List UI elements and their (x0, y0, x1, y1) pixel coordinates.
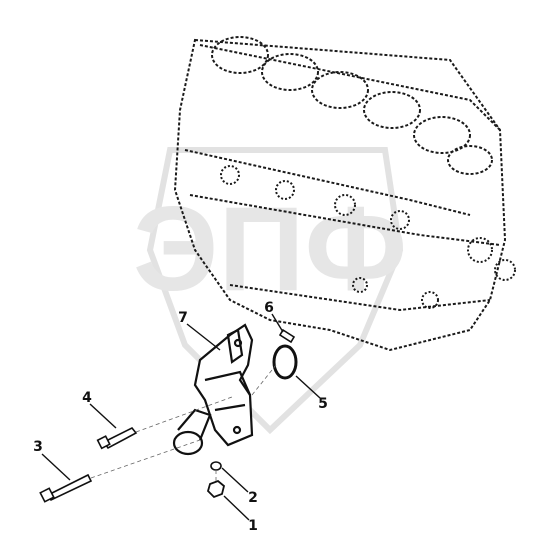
callout-1: 1 (248, 518, 258, 534)
leader-lines (41, 313, 321, 521)
o-ring (272, 344, 298, 380)
callout-7: 7 (178, 310, 188, 326)
callouts: 1 2 3 4 5 6 7 (33, 300, 328, 534)
housing-bore (172, 430, 204, 456)
bolt-long (39, 473, 93, 503)
watermark: ЭПФ (133, 147, 407, 435)
mount-hole-lower (232, 425, 242, 435)
leader-4 (89, 403, 117, 429)
watermark-shield (146, 147, 404, 435)
leader-3 (41, 453, 71, 481)
callout-2: 2 (248, 490, 258, 506)
assembly-guide-lines (90, 364, 277, 481)
leader-7 (186, 323, 221, 351)
dowel-pin (278, 328, 296, 344)
mount-hole (233, 338, 243, 348)
leader-1 (223, 495, 250, 521)
leader-6 (271, 313, 284, 333)
leader-5 (295, 375, 321, 399)
callout-6: 6 (264, 300, 274, 316)
engine-block (173, 36, 516, 352)
pump-housing (172, 323, 254, 456)
washer (210, 461, 222, 471)
cylinder-bores (211, 36, 493, 175)
watermark-logo-text: ЭПФ (133, 182, 407, 316)
bolt-short (96, 426, 138, 450)
callout-3: 3 (33, 439, 43, 455)
block-ports (220, 165, 516, 309)
leader-2 (221, 467, 249, 493)
nut (206, 479, 226, 499)
callout-5: 5 (318, 396, 328, 412)
callout-4: 4 (82, 390, 92, 406)
